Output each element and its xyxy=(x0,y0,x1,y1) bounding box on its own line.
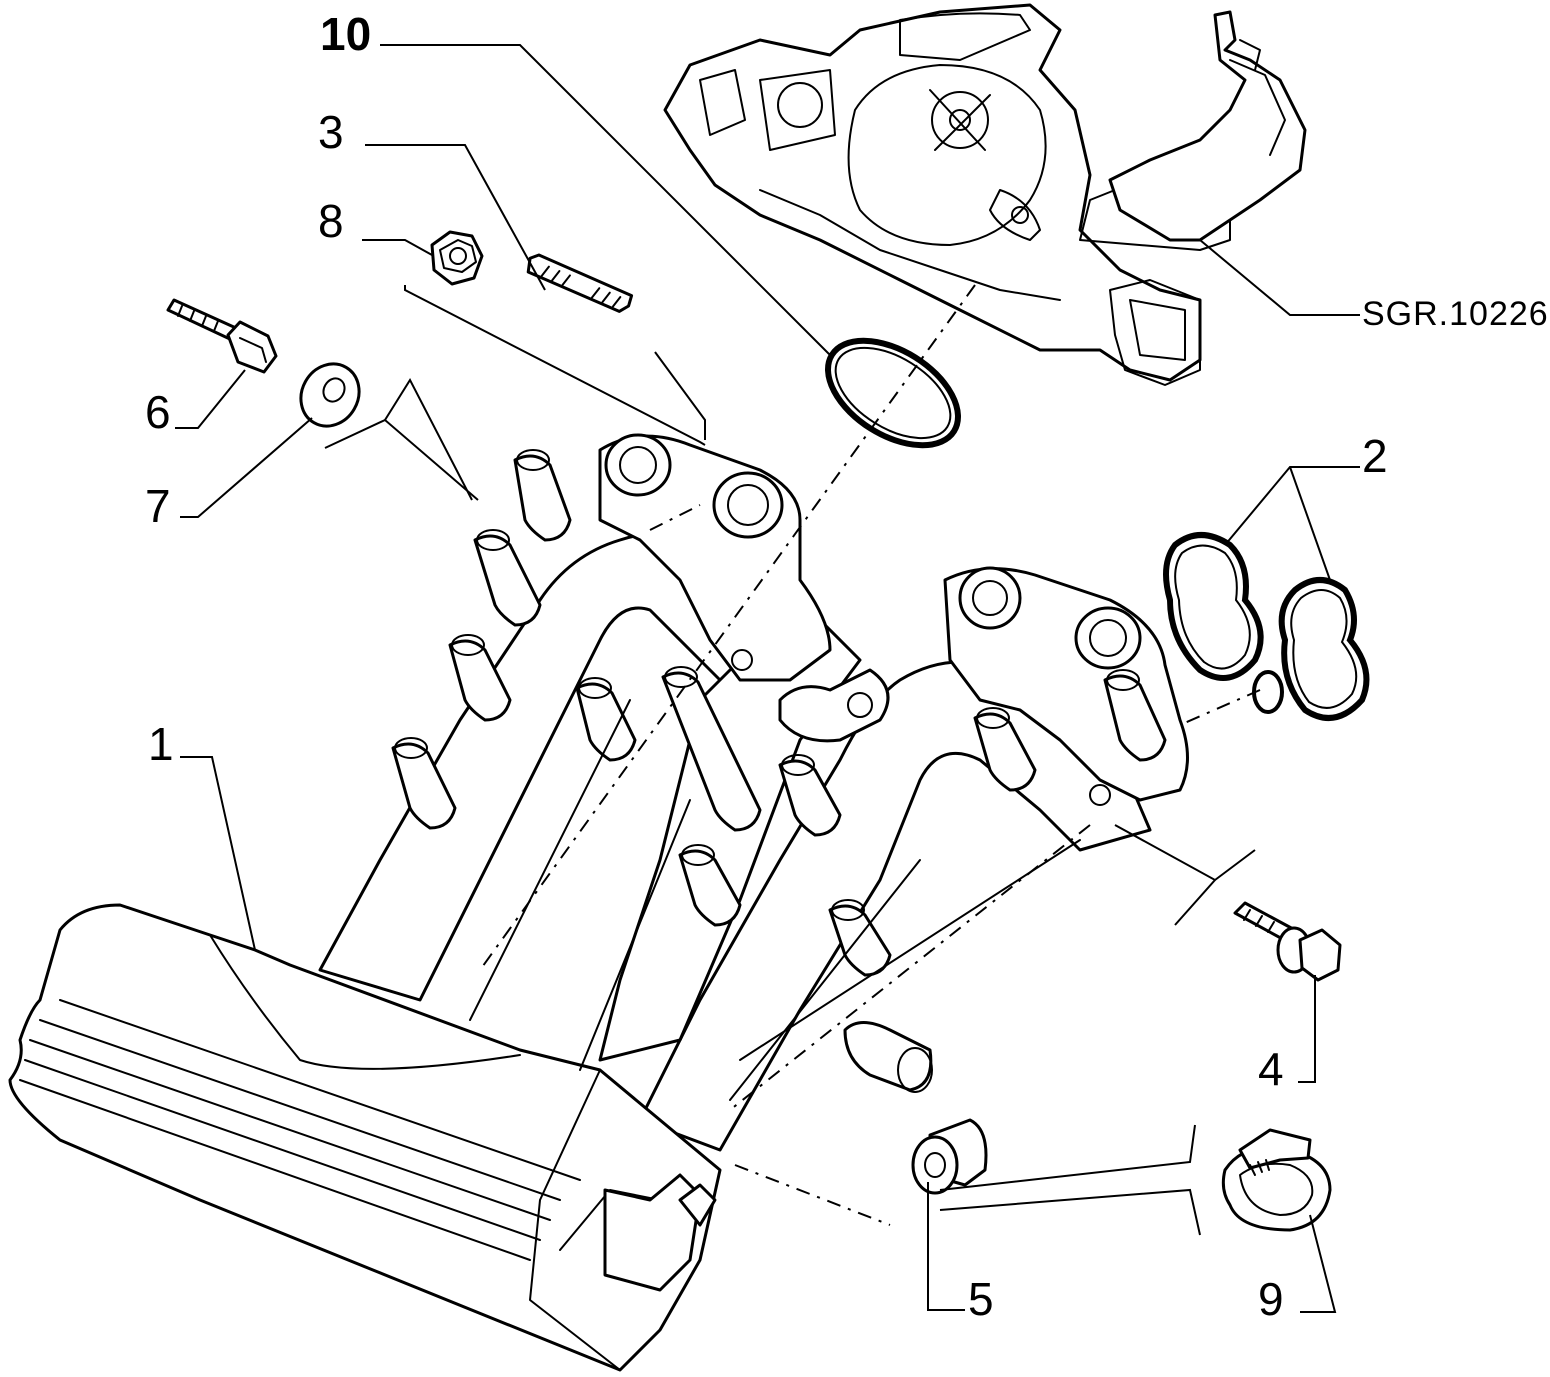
callout-3: 3 xyxy=(318,106,344,158)
o-ring-seal xyxy=(825,337,961,449)
throttle-body xyxy=(663,3,1307,386)
flange-screw xyxy=(1233,901,1342,982)
hose-clamp xyxy=(1221,1128,1332,1232)
leader-lines xyxy=(175,44,1360,1313)
callout-2: 2 xyxy=(1362,430,1388,482)
callout-9: 9 xyxy=(1258,1273,1284,1325)
intake-manifold xyxy=(8,433,1189,1372)
vacuum-plug xyxy=(911,1118,988,1195)
callout-5: 5 xyxy=(968,1273,994,1325)
callout-labels: 10 3 8 6 7 1 2 4 5 9 SGR.10226 xyxy=(145,8,1549,1325)
reference-code: SGR.10226 xyxy=(1362,295,1549,333)
flat-washer xyxy=(299,362,361,428)
gasket-pair xyxy=(1163,532,1370,721)
callout-4: 4 xyxy=(1258,1043,1284,1095)
callout-10: 10 xyxy=(320,8,371,60)
hex-nut xyxy=(430,230,484,286)
callout-6: 6 xyxy=(145,386,171,438)
hex-bolt-with-washer xyxy=(166,298,278,374)
callout-8: 8 xyxy=(318,195,344,247)
callout-7: 7 xyxy=(145,480,171,532)
callout-1: 1 xyxy=(148,718,174,770)
alignment-lines xyxy=(479,284,1261,1226)
stud-bolt xyxy=(526,253,634,313)
